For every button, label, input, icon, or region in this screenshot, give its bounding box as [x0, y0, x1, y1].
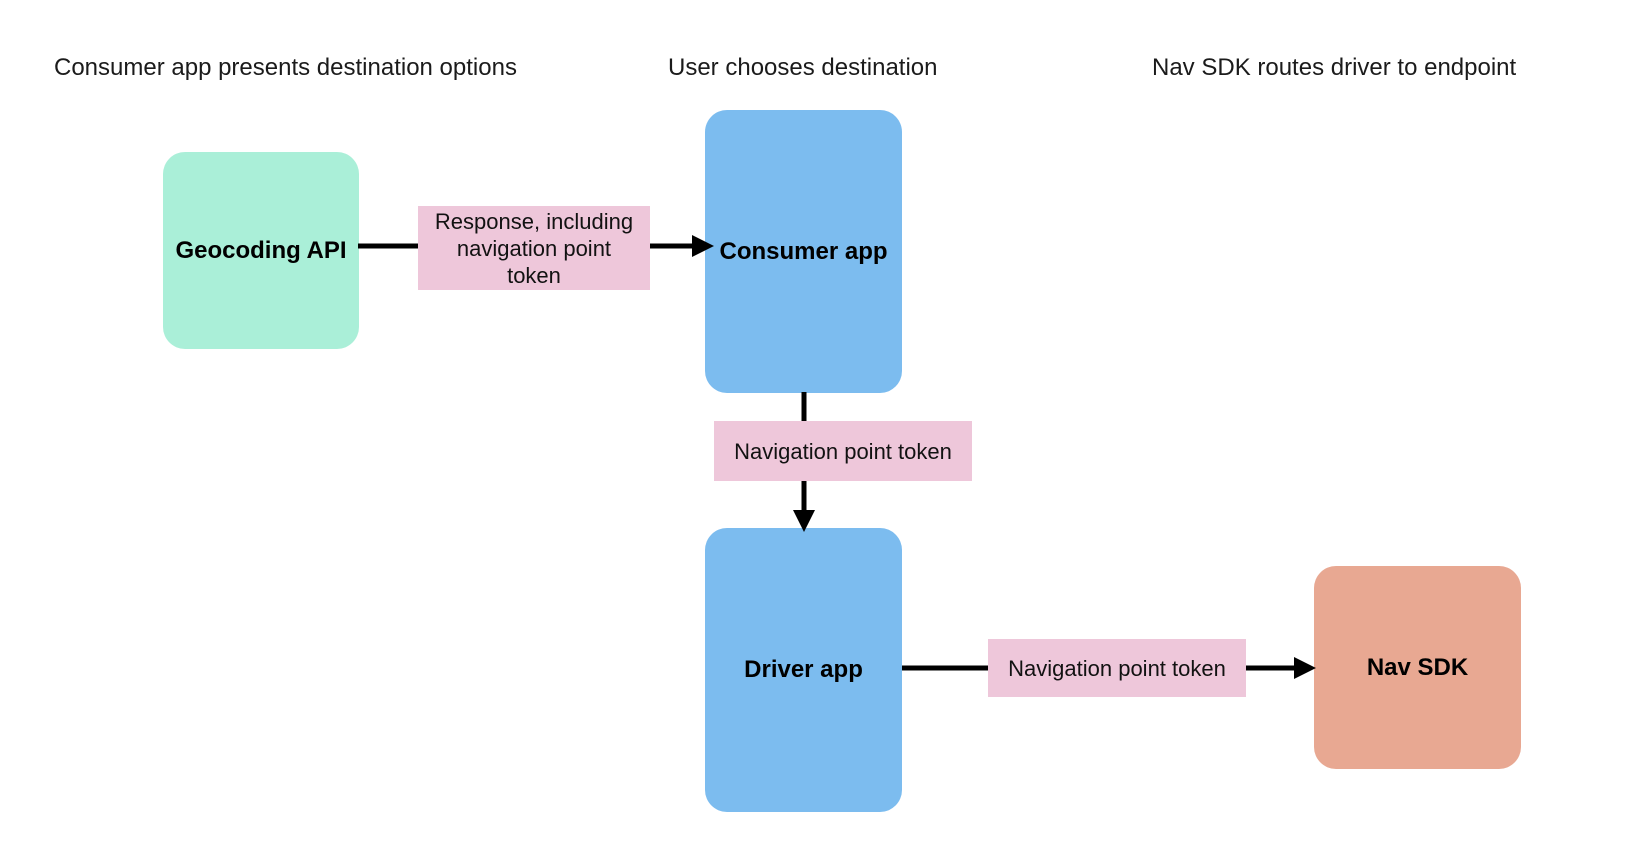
edge-label-response-including-navigation-point-token: Response, including navigation point tok… [418, 206, 650, 290]
edge-label-text: Navigation point token [734, 438, 952, 464]
edge-label-line-1: Response, including [434, 208, 634, 234]
edge-label-text-block: Response, including navigation point tok… [427, 208, 641, 289]
node-consumer-app-label: Consumer app [719, 237, 888, 265]
node-nav-sdk-label: Nav SDK [1366, 653, 1469, 681]
column-header-consumer-app-presents: Consumer app presents destination option… [54, 54, 517, 81]
edge-label-line-2: navigation point [456, 235, 612, 261]
edge-label-line-3: token [507, 262, 561, 288]
node-driver-app-label: Driver app [744, 656, 863, 683]
node-geocoding-api-label: Geocoding API [175, 236, 347, 264]
column-header-user-chooses-destination: User chooses destination [668, 54, 938, 81]
node-nav-sdk[interactable]: Nav SDK [1314, 566, 1521, 769]
edge-label-navigation-point-token-driver-to-navsdk: Navigation point token [988, 639, 1246, 697]
column-header-nav-sdk-routes-driver: Nav SDK routes driver to endpoint [1152, 54, 1517, 81]
node-driver-app[interactable]: Driver app [705, 528, 902, 812]
edge-label-navigation-point-token-consumer-to-driver: Navigation point token [714, 421, 972, 481]
node-consumer-app[interactable]: Consumer app [705, 110, 902, 393]
node-geocoding-api[interactable]: Geocoding API [163, 152, 359, 349]
edge-label-text: Navigation point token [1008, 655, 1226, 681]
